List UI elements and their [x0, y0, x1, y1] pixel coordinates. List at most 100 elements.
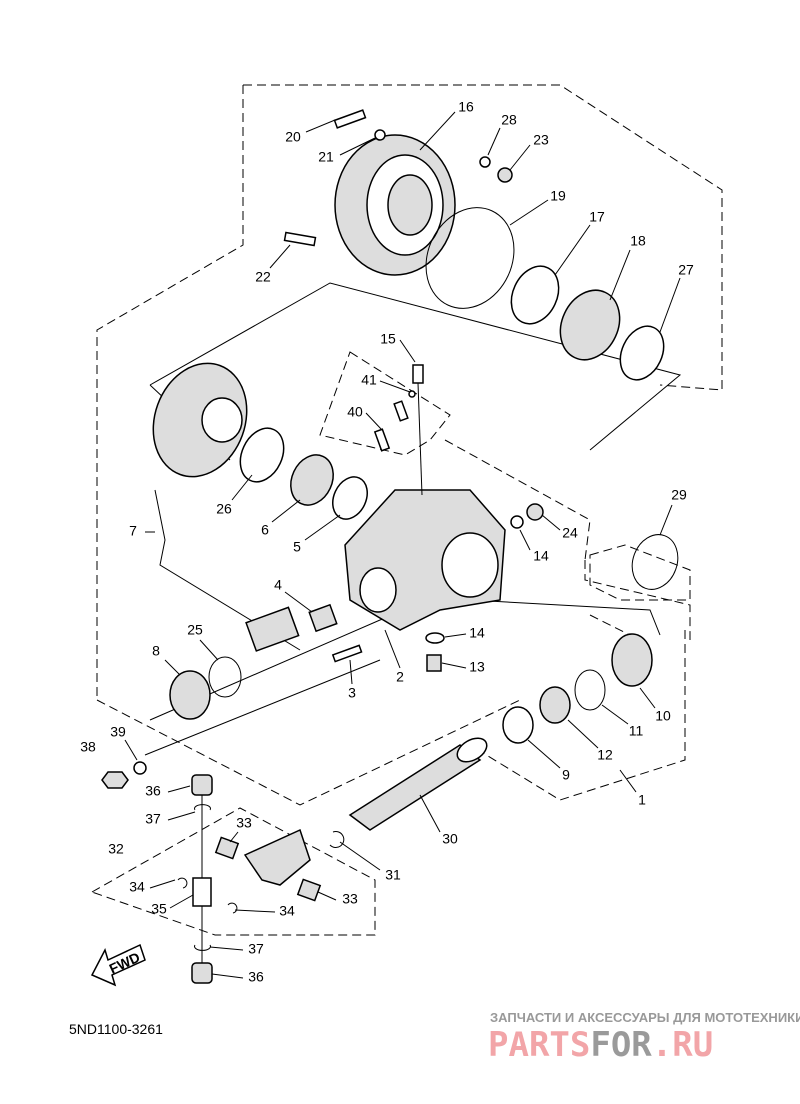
- part-6-bearing: [290, 454, 334, 506]
- part-23-plug: [497, 167, 513, 183]
- group-boundary-29: [589, 544, 691, 601]
- label-36: 36: [145, 783, 161, 799]
- part-41-pin: [408, 390, 416, 398]
- watermark-brand-a: PARTS: [488, 1025, 590, 1065]
- label-3: 3: [348, 685, 356, 701]
- label-7: 7: [129, 523, 137, 539]
- watermark-tagline: ЗАПЧАСТИ И АКСЕССУАРЫ ДЛЯ МОТОТЕХНИКИ: [490, 1010, 800, 1025]
- label-19: 19: [550, 188, 566, 204]
- label-28: 28: [501, 112, 517, 128]
- label-31: 31: [385, 867, 401, 883]
- part-10-nut: [611, 633, 653, 687]
- group-boundary-pins: [319, 351, 451, 456]
- part-30-shaft-end: [456, 737, 488, 763]
- part-11-oring: [574, 669, 606, 711]
- label-25: 25: [187, 622, 203, 638]
- label-6: 6: [261, 522, 269, 538]
- watermark-logo: PARTSFOR.RU: [488, 1025, 713, 1065]
- watermark-brand-c: .RU: [652, 1025, 713, 1065]
- label-16: 16: [458, 99, 474, 115]
- part-36-bearing-cup-b: [191, 962, 213, 984]
- fwd-label: FWD: [107, 949, 143, 977]
- part-38-nut: [101, 771, 129, 789]
- part-33-bearing: [214, 836, 240, 860]
- label-34b: 34: [279, 903, 295, 919]
- part-3-stud: [331, 644, 363, 663]
- label-36b: 36: [248, 969, 264, 985]
- label-30: 30: [442, 831, 458, 847]
- part-20-bolt: [333, 109, 367, 129]
- label-35: 35: [151, 901, 167, 917]
- part-27-shim: [619, 325, 665, 381]
- part-5-seal: [332, 476, 368, 520]
- label-32: 32: [108, 841, 124, 857]
- part-15-breather: [412, 364, 424, 384]
- label-21: 21: [318, 149, 334, 165]
- part-18-bearing: [559, 289, 621, 361]
- diagram-code: 5ND1100-3261: [69, 1021, 163, 1037]
- group-boundary-joint: [90, 807, 376, 936]
- label-13: 13: [469, 659, 485, 675]
- part-25-oring: [208, 656, 242, 698]
- fwd-arrow-icon: FWD: [90, 943, 146, 987]
- label-9: 9: [562, 767, 570, 783]
- watermark-brand-b: FOR: [590, 1025, 652, 1065]
- part-30-shaft: [348, 744, 482, 831]
- part-34-clip-b: [227, 902, 238, 914]
- part-39-washer: [133, 761, 147, 775]
- label-27: 27: [678, 262, 694, 278]
- label-40: 40: [347, 404, 363, 420]
- part-34-clip: [177, 877, 188, 889]
- label-37b: 37: [248, 941, 264, 957]
- part-32-yoke: [243, 828, 311, 886]
- part-19-oring: [425, 207, 515, 309]
- part-9-seal: [502, 706, 534, 744]
- part-21-washer: [374, 129, 386, 141]
- part-29-oring: [631, 534, 679, 590]
- label-29: 29: [671, 487, 687, 503]
- watermark: ЗАПЧАСТИ И АКСЕССУАРЫ ДЛЯ МОТОТЕХНИКИ PA…: [488, 1010, 800, 1065]
- label-14: 14: [533, 548, 549, 564]
- label-8: 8: [152, 643, 160, 659]
- part-8-bearing: [169, 670, 211, 720]
- label-4: 4: [274, 577, 282, 593]
- label-2: 2: [396, 669, 404, 685]
- part-33-bearing-b: [296, 878, 322, 902]
- part-14-washer: [510, 515, 524, 529]
- label-33: 33: [236, 815, 252, 831]
- part-13-plug: [426, 654, 442, 672]
- part-labels: 20 21 16 28 23 19 17 18 27 22 15 41 40 2…: [80, 99, 694, 985]
- group-boundary-cover: [96, 84, 723, 700]
- part-22-bolt: [283, 231, 317, 247]
- label-39: 39: [110, 724, 126, 740]
- part-26-bearing: [239, 427, 285, 483]
- label-14b: 14: [469, 625, 485, 641]
- label-10: 10: [655, 708, 671, 724]
- part-40-pin: [373, 428, 391, 452]
- label-12: 12: [597, 747, 613, 763]
- label-18: 18: [630, 233, 646, 249]
- label-33b: 33: [342, 891, 358, 907]
- label-1: 1: [638, 792, 646, 808]
- part-28-washer: [479, 156, 491, 168]
- label-37: 37: [145, 811, 161, 827]
- label-41: 41: [361, 372, 377, 388]
- group-boundary-main: [96, 560, 691, 806]
- breather-hose: [417, 382, 423, 496]
- label-20: 20: [285, 129, 301, 145]
- label-26: 26: [216, 501, 232, 517]
- label-23: 23: [533, 132, 549, 148]
- part-14-washer-b: [425, 632, 445, 644]
- part-16-cover: [334, 134, 456, 276]
- label-24: 24: [562, 525, 578, 541]
- label-34: 34: [129, 879, 145, 895]
- label-17: 17: [589, 209, 605, 225]
- label-38: 38: [80, 739, 96, 755]
- part-2-housing: [344, 489, 506, 631]
- part-36-bearing-cup: [191, 774, 213, 796]
- part-40-pin-b: [393, 400, 409, 422]
- leader-lines: [124, 111, 681, 979]
- part-17-seal: [510, 265, 560, 325]
- part-24-plug: [526, 503, 544, 521]
